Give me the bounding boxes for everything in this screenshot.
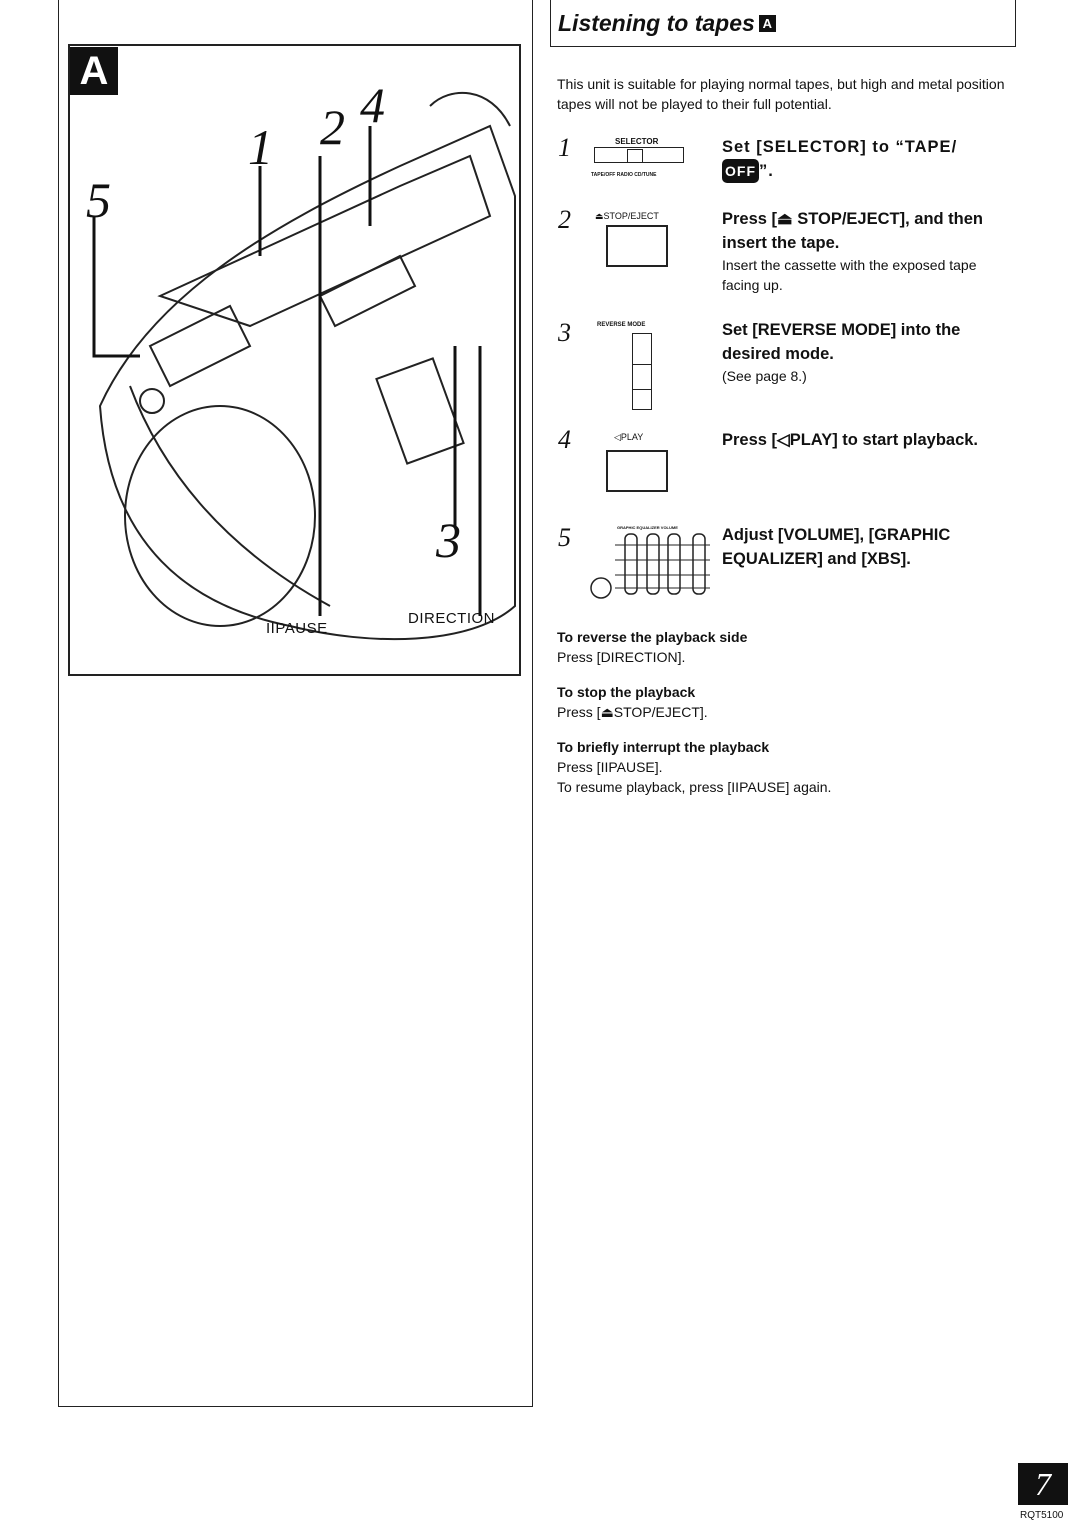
note-heading: To reverse the playback side — [557, 629, 748, 645]
title-text: Listening to tapes — [558, 10, 755, 36]
note-line: Press [⏏STOP/EJECT]. — [557, 704, 708, 720]
title-frame — [550, 0, 1016, 47]
pause-label: IIPAUSE — [266, 620, 328, 637]
step-4-heading: Press [◁PLAY] to start playback. — [722, 431, 979, 449]
direction-label: DIRECTION — [408, 610, 495, 627]
note-line: Press [DIRECTION]. — [557, 649, 686, 665]
stop-eject-label: ⏏STOP/EJECT — [595, 211, 659, 221]
selector-positions: TAPE/OFF RADIO CD/TUNE — [591, 172, 657, 178]
intro-text: This unit is suitable for playing normal… — [557, 76, 1005, 112]
step-5-heading: Adjust [VOLUME], [GRAPHIC EQUALIZER] and… — [722, 526, 951, 568]
play-button-icon — [606, 450, 668, 492]
callout-2: 2 — [320, 99, 345, 155]
left-column-frame — [58, 0, 533, 1407]
step-number: 3 — [558, 318, 571, 347]
step-2-body: Insert the cassette with the exposed tap… — [722, 257, 977, 293]
equalizer-label: GRAPHIC EQUALIZER VOLUME — [617, 525, 678, 530]
step-1-end: ”. — [759, 162, 774, 180]
selector-label: SELECTOR — [615, 137, 659, 146]
play-label: ◁PLAY — [614, 432, 644, 442]
note-line: To resume playback, press [IIPAUSE] agai… — [557, 779, 832, 795]
callout-4: 4 — [360, 77, 385, 133]
step-number: 5 — [558, 523, 571, 552]
note-heading: To stop the playback — [557, 684, 696, 700]
boombox-illustration: 1 2 4 5 3 IIPAUSE DIRECTION — [68, 44, 521, 676]
note-line: Press [IIPAUSE]. — [557, 759, 663, 775]
step-number: 4 — [558, 425, 571, 454]
reverse-mode-switch-icon — [632, 333, 652, 410]
step-1-text: Set [SELECTOR] to “TAPE/ — [722, 138, 958, 156]
step-3-body: (See page 8.) — [722, 368, 807, 384]
stop-eject-button-icon — [606, 225, 668, 267]
page-number: 7 — [1018, 1463, 1068, 1505]
step-number: 1 — [558, 133, 571, 162]
document-code: RQT5100 — [1020, 1510, 1064, 1521]
callout-1: 1 — [248, 119, 273, 175]
step-1-heading: Set [SELECTOR] to “TAPE/OFF”. — [722, 135, 1012, 183]
step-number: 2 — [558, 205, 571, 234]
boombox-drawing — [92, 92, 516, 641]
section-badge: A — [70, 47, 118, 95]
reverse-mode-label: REVERSE MODE — [597, 322, 646, 328]
callout-5: 5 — [86, 172, 111, 228]
off-badge: OFF — [722, 159, 759, 183]
title-badge: A — [758, 15, 776, 32]
selector-switch-icon — [594, 147, 684, 163]
step-3-heading: Set [REVERSE MODE] into the desired mode… — [722, 321, 961, 363]
equalizer-sliders-icon — [590, 533, 710, 599]
callout-3: 3 — [436, 512, 461, 568]
step-2-heading: Press [⏏ STOP/EJECT], and then insert th… — [722, 210, 984, 252]
note-heading: To briefly interrupt the playback — [557, 739, 770, 755]
